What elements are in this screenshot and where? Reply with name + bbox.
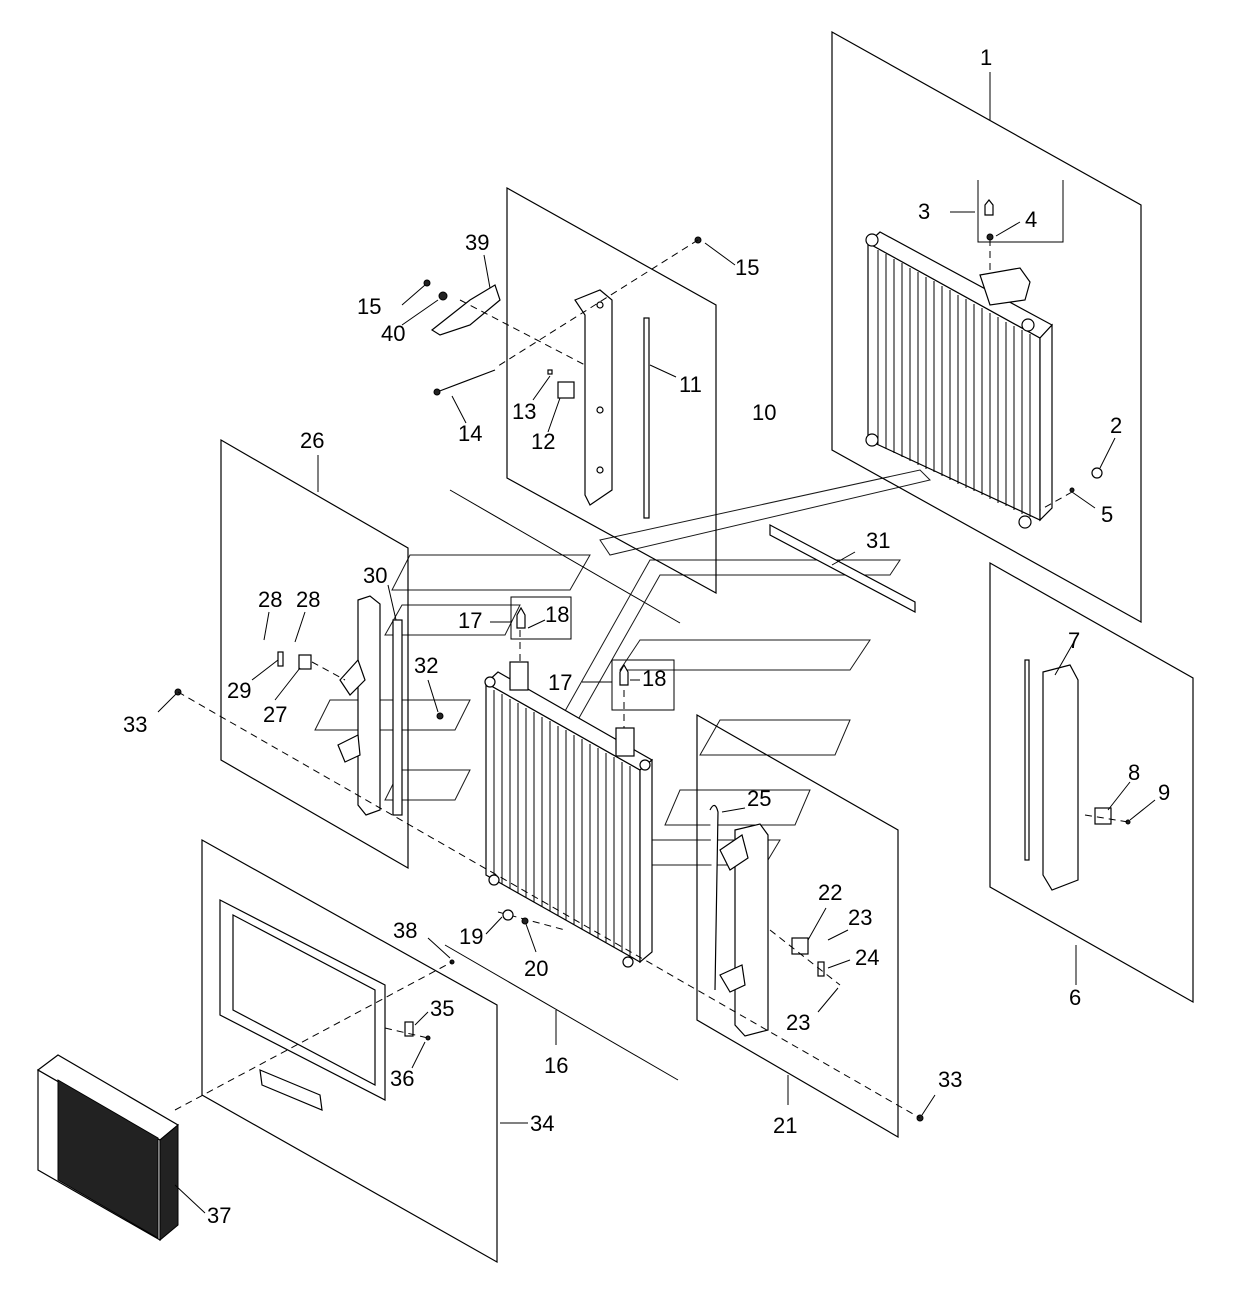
leader-10 (449, 489, 681, 624)
side-plate-21 (719, 823, 769, 1037)
callout-21: 21 (773, 1113, 797, 1138)
clip-22 (791, 937, 809, 955)
callout-28-b: 28 (296, 587, 320, 612)
strip-31 (769, 524, 916, 613)
assembly-frame-26 (220, 438, 409, 870)
callout-33-right: 33 (938, 1067, 962, 1092)
callout-8: 8 (1128, 760, 1140, 785)
clip-27 (298, 654, 312, 670)
nut-19 (502, 909, 514, 921)
callout-4: 4 (1025, 207, 1037, 232)
callout-labels: 1 2 3 4 5 6 7 8 9 10 11 12 13 14 15 15 1… (123, 45, 1170, 1228)
bar-30 (392, 619, 403, 816)
callout-30: 30 (363, 563, 387, 588)
clip-8 (1094, 807, 1112, 825)
callout-23-a: 23 (848, 905, 872, 930)
callout-22: 22 (818, 880, 842, 905)
callout-15-right: 15 (735, 255, 759, 280)
leader-16 (444, 944, 679, 1081)
side-plate-26 (337, 595, 381, 816)
callout-34: 34 (530, 1111, 554, 1136)
callout-28-a: 28 (258, 587, 282, 612)
clip-35 (404, 1021, 414, 1037)
washer-5 (1069, 487, 1075, 493)
callout-18-b: 18 (642, 666, 666, 691)
rod-11 (643, 317, 650, 519)
watermark-logo (314, 469, 931, 866)
callout-37: 37 (207, 1203, 231, 1228)
side-plate-6 (1024, 659, 1079, 891)
callout-23-b: 23 (786, 1010, 810, 1035)
clip-24 (817, 961, 825, 977)
bolt-14 (433, 369, 496, 396)
callout-5: 5 (1101, 502, 1113, 527)
callout-26: 26 (300, 428, 324, 453)
callout-7: 7 (1068, 628, 1080, 653)
hose-25 (709, 804, 719, 991)
callout-1: 1 (980, 45, 992, 70)
bracket-39 (430, 284, 501, 336)
callout-38: 38 (393, 918, 417, 943)
assembly-frame-1 (831, 30, 1142, 624)
assembly-frame-6 (989, 561, 1194, 1004)
assembly-frame-34 (201, 838, 498, 1264)
alignment-lines (174, 239, 1129, 1119)
callout-18-a: 18 (545, 602, 569, 627)
callout-17-a: 17 (458, 608, 482, 633)
radiator-center (484, 661, 654, 968)
callout-19: 19 (459, 924, 483, 949)
callout-33-left: 33 (123, 712, 147, 737)
clip-12 (557, 381, 575, 399)
washer-40 (438, 291, 448, 301)
callout-25: 25 (747, 786, 771, 811)
callout-32: 32 (414, 653, 438, 678)
callout-27: 27 (263, 702, 287, 727)
callout-31: 31 (866, 528, 890, 553)
callout-17-b: 17 (548, 670, 572, 695)
callout-14: 14 (458, 421, 482, 446)
pin-3 (984, 199, 994, 216)
callout-16: 16 (544, 1053, 568, 1078)
condenser-core-37 (36, 1054, 180, 1242)
screw-13 (547, 369, 553, 375)
callout-15-left: 15 (357, 294, 381, 319)
assembly-frame-10 (506, 186, 717, 595)
callout-39: 39 (465, 230, 489, 255)
callout-11: 11 (679, 372, 702, 397)
callout-2: 2 (1110, 413, 1122, 438)
assembly-frame-21 (696, 713, 899, 1139)
nut-2 (1091, 467, 1103, 479)
callout-9: 9 (1158, 780, 1170, 805)
callout-20: 20 (524, 956, 548, 981)
callout-29: 29 (227, 678, 251, 703)
clip-29 (277, 651, 284, 667)
callout-35: 35 (430, 996, 454, 1021)
condenser-frame-34 (219, 899, 386, 1111)
washer-4 (986, 233, 994, 241)
callout-12: 12 (531, 429, 555, 454)
nut-15-left (423, 279, 431, 287)
callout-40: 40 (381, 321, 405, 346)
pin-18-a (516, 606, 526, 629)
washer-20 (521, 917, 529, 925)
callout-3: 3 (918, 199, 930, 224)
radiator-main (865, 231, 1053, 529)
screw-32 (436, 712, 444, 720)
callout-36: 36 (390, 1066, 414, 1091)
leaders (157, 72, 1156, 1214)
callout-10: 10 (752, 400, 776, 425)
callout-6: 6 (1069, 985, 1081, 1010)
callout-24: 24 (855, 945, 879, 970)
pin-18-b (619, 663, 629, 686)
callout-13: 13 (512, 399, 536, 424)
shroud-plate-left (574, 289, 613, 506)
